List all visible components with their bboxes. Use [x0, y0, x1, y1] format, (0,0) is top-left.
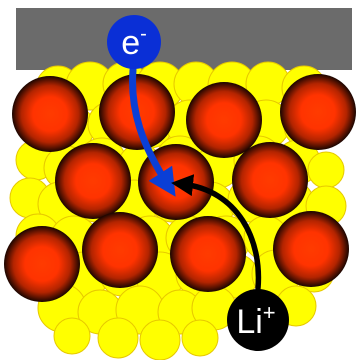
active-material-particle [55, 143, 131, 219]
active-material-particle [273, 211, 349, 287]
active-material-particle [4, 226, 80, 302]
electrolyte-particle [139, 319, 181, 360]
lithium-ion-badge [227, 289, 289, 351]
svg-text:e-: e- [121, 23, 147, 62]
electron-label: e [121, 24, 140, 62]
electrolyte-particle [53, 317, 91, 355]
electrolyte-particle [97, 317, 139, 359]
active-material-particle [82, 212, 158, 288]
electron-charge: - [140, 23, 147, 45]
active-material-particle [170, 216, 246, 292]
active-material-particle [12, 76, 88, 152]
electron-badge [107, 15, 161, 69]
active-material-particle [186, 82, 262, 158]
electrolyte-particle [307, 151, 345, 189]
active-material-particle [232, 142, 308, 218]
active-material-particles [4, 74, 356, 302]
lithium-ion-icon: Li+ [227, 289, 289, 351]
svg-text:Li+: Li+ [236, 300, 275, 341]
current-collector [16, 8, 352, 70]
electron-icon: e- [107, 15, 161, 69]
lithium-ion-label: Li [236, 303, 262, 341]
lithium-ion-path-arrow [171, 174, 262, 291]
electron-path-arrow [129, 66, 176, 197]
active-material-particle [280, 74, 356, 150]
lithium-ion-charge: + [263, 300, 276, 325]
electrolyte-particle [181, 319, 219, 357]
